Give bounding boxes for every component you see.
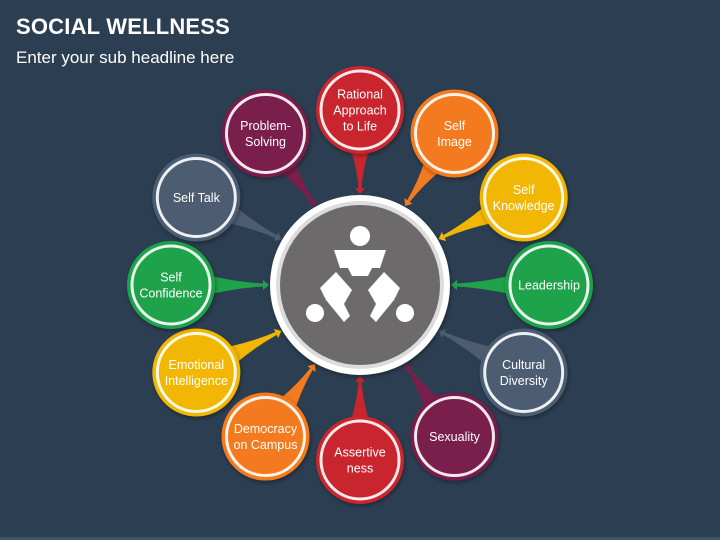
node-label-line: Sexuality	[429, 430, 480, 444]
connector-assertiveness	[351, 382, 369, 420]
node-label-line: Self Talk	[173, 191, 221, 205]
connector-self-knowledge	[443, 207, 492, 238]
node-label-democracy: Democracy on Campus	[234, 422, 298, 452]
node-label-line: Assertive	[334, 446, 385, 460]
node-label-line: Confidence	[139, 287, 202, 301]
page-subtitle: Enter your sub headline here	[16, 48, 235, 67]
node-label-line: Cultural	[502, 358, 545, 372]
connector-emotional	[228, 332, 277, 363]
connector-problem-solving	[280, 161, 313, 202]
node-label-line: Diversity	[500, 374, 549, 388]
node-disc-cultural-diversity	[483, 332, 565, 413]
node-disc-self-confidence	[130, 244, 212, 326]
node-assertiveness: Assertive ness	[316, 416, 404, 504]
node-label-line: Leadership	[518, 279, 580, 293]
node-disc-democracy	[225, 396, 306, 478]
connector-tip-self-knowledge	[438, 232, 447, 241]
connector-democracy	[280, 368, 313, 409]
node-label-problem-solving: Problem- Solving	[240, 119, 291, 149]
connector-self-confidence	[211, 276, 263, 294]
node-label-sexuality: Sexuality	[429, 430, 480, 444]
node-label-line: Democracy	[234, 422, 298, 436]
hub-core	[280, 205, 440, 365]
connector-tip-sexuality	[404, 364, 413, 372]
connector-tip-leadership	[451, 280, 457, 290]
hub	[270, 195, 450, 375]
node-label-self-talk: Self Talk	[173, 191, 221, 205]
connector-tip-cultural-diversity	[438, 329, 447, 338]
node-problem-solving: Problem- Solving	[221, 89, 310, 178]
node-label-line: Intelligence	[165, 374, 228, 388]
node-label-line: on Campus	[234, 438, 298, 452]
node-label-line: Self	[160, 271, 182, 285]
node-disc-problem-solving	[225, 92, 306, 174]
connector-cultural-diversity	[443, 332, 492, 363]
node-label-line: Self	[513, 183, 535, 197]
connector-sexuality	[407, 368, 440, 409]
node-label-line: to Life	[343, 120, 377, 134]
page-title: SOCIAL WELLNESS	[16, 14, 231, 39]
connector-tip-problem-solving	[307, 198, 316, 206]
node-sexuality: Sexuality	[410, 392, 499, 481]
node-label-assertiveness: Assertive ness	[334, 446, 385, 476]
node-disc-assertiveness	[319, 419, 401, 501]
node-leadership: Leadership	[505, 241, 593, 329]
connector-tip-rational	[355, 188, 365, 194]
node-democracy: Democracy on Campus	[221, 392, 310, 481]
connector-tip-democracy	[307, 364, 316, 372]
connector-tip-self-confidence	[263, 280, 269, 290]
connector-group	[211, 150, 509, 420]
node-disc-sexuality	[414, 396, 495, 478]
connector-tip-self-talk	[273, 232, 282, 241]
node-disc-self-talk	[155, 157, 237, 238]
node-label-line: Approach	[333, 104, 387, 118]
node-disc-rational	[319, 69, 401, 151]
node-label-line: Solving	[245, 135, 286, 149]
node-label-line: Emotional	[169, 358, 225, 372]
teamwork-people-icon	[306, 226, 414, 322]
connector-self-image	[407, 161, 440, 202]
node-label-line: Rational	[337, 88, 383, 102]
node-label-line: Knowledge	[493, 199, 555, 213]
node-self-talk: Self Talk	[152, 153, 241, 242]
connector-leadership	[457, 276, 509, 294]
connector-self-talk	[228, 207, 277, 238]
node-disc-emotional	[155, 332, 237, 413]
node-label-line: Image	[437, 135, 472, 149]
connector-rational	[351, 150, 369, 188]
node-label-line: Problem-	[240, 119, 291, 133]
node-disc-leadership	[508, 244, 590, 326]
connector-tip-assertiveness	[355, 376, 365, 382]
node-disc-self-image	[414, 92, 495, 174]
node-label-leadership: Leadership	[518, 279, 580, 293]
node-disc-self-knowledge	[483, 157, 565, 238]
connector-tip-emotional	[273, 329, 282, 338]
node-label-line: ness	[347, 462, 373, 476]
bottom-bar	[0, 537, 720, 540]
node-label-line: Self	[444, 119, 466, 133]
connector-tip-self-image	[404, 198, 413, 206]
